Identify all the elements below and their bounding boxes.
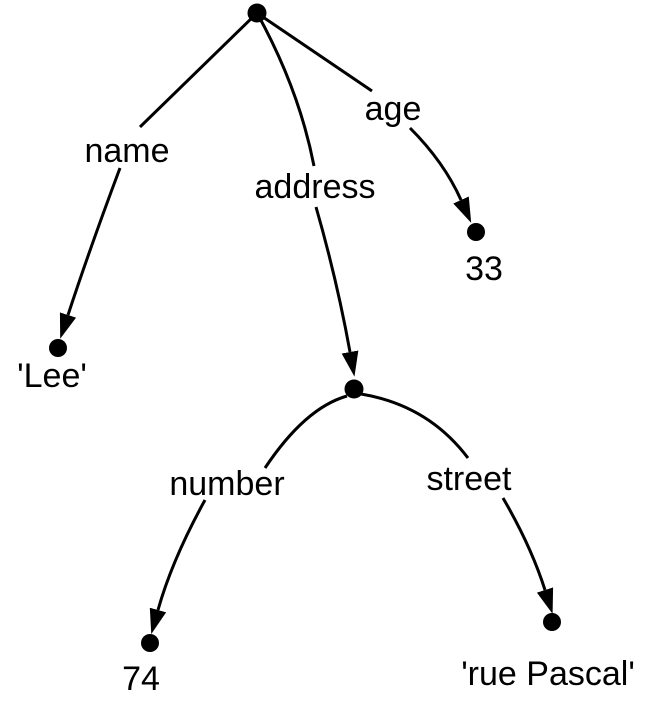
leaf-node-rue-pascal <box>543 613 561 631</box>
edge-street-arrow-curve <box>501 497 554 614</box>
leaf-value-rue-pascal: 'rue Pascal' <box>461 655 635 693</box>
leaf-value-lee: 'Lee' <box>17 357 87 395</box>
edge-age-upper-segment <box>256 11 373 93</box>
root-node <box>247 3 267 23</box>
edge-name-upper-segment <box>138 11 259 129</box>
edge-age-arrow-curve <box>408 126 472 223</box>
leaf-value-33: 33 <box>465 250 503 288</box>
edge-name-arrow-curve <box>59 167 122 339</box>
edge-label-number: number <box>169 465 284 503</box>
edge-street-upper-segment <box>360 392 470 459</box>
leaf-node-33 <box>467 223 485 241</box>
edge-address-upper-segment <box>255 12 316 167</box>
edge-number-arrow-curve <box>149 499 207 635</box>
edge-address-arrow-curve <box>314 206 359 377</box>
leaf-node-lee <box>49 339 67 357</box>
leaf-node-74 <box>141 634 159 652</box>
edge-label-address: address <box>255 168 376 206</box>
internal-node-address <box>344 379 364 399</box>
edge-number-upper-segment <box>263 394 348 469</box>
edge-label-street: street <box>426 460 512 498</box>
leaf-value-74: 74 <box>122 660 160 698</box>
edge-label-age: age <box>365 90 422 128</box>
edge-label-name: name <box>84 132 169 170</box>
